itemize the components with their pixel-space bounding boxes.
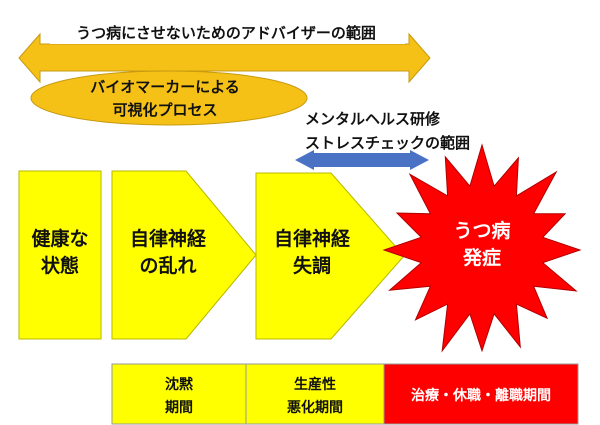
stage-healthy-line-1: 健康な bbox=[31, 227, 88, 250]
mental-health-line-2: ストレスチェックの範囲 bbox=[305, 134, 470, 152]
label-background bbox=[50, 22, 405, 44]
biomarker-line-2: 可視化プロセス bbox=[112, 101, 217, 119]
period-productivity-line-1: 生産性 bbox=[294, 376, 336, 393]
depression-onset-burst bbox=[382, 143, 582, 353]
advisor-range-label: うつ病にさせないためのアドバイザーの範囲 bbox=[76, 24, 376, 42]
biomarker-line-1: バイオマーカーによる bbox=[90, 78, 240, 96]
mental-health-line-1: メンタルヘルス研修 bbox=[305, 110, 441, 128]
stage-autonomic-disorder bbox=[111, 170, 257, 340]
period-productivity bbox=[245, 363, 385, 425]
stage-autonomic-dysfunction-line-2: 失調 bbox=[293, 254, 331, 277]
period-productivity-line-2: 悪化期間 bbox=[287, 399, 343, 416]
mental-health-range-arrow bbox=[295, 150, 429, 170]
stage-autonomic-disorder-line-2: の乱れ bbox=[139, 255, 196, 277]
period-treatment bbox=[383, 363, 579, 425]
stage-autonomic-dysfunction bbox=[255, 172, 405, 340]
advisor-range-arrow bbox=[18, 32, 431, 84]
period-treatment-label: 治療・休職・離職期間 bbox=[411, 387, 551, 404]
biomarker-ellipse bbox=[30, 70, 308, 126]
period-silent-line-2: 期間 bbox=[165, 400, 193, 416]
stage-autonomic-disorder-line-1: 自律神経 bbox=[130, 227, 207, 250]
burst-line-2: 発症 bbox=[462, 246, 501, 269]
stage-autonomic-dysfunction-line-1: 自律神経 bbox=[274, 227, 351, 250]
stage-healthy bbox=[18, 170, 102, 340]
burst-line-1: うつ病 bbox=[453, 219, 510, 242]
period-silent-line-1: 沈黙 bbox=[165, 376, 194, 393]
period-silent bbox=[111, 363, 247, 425]
stage-healthy-line-2: 状態 bbox=[41, 254, 79, 277]
